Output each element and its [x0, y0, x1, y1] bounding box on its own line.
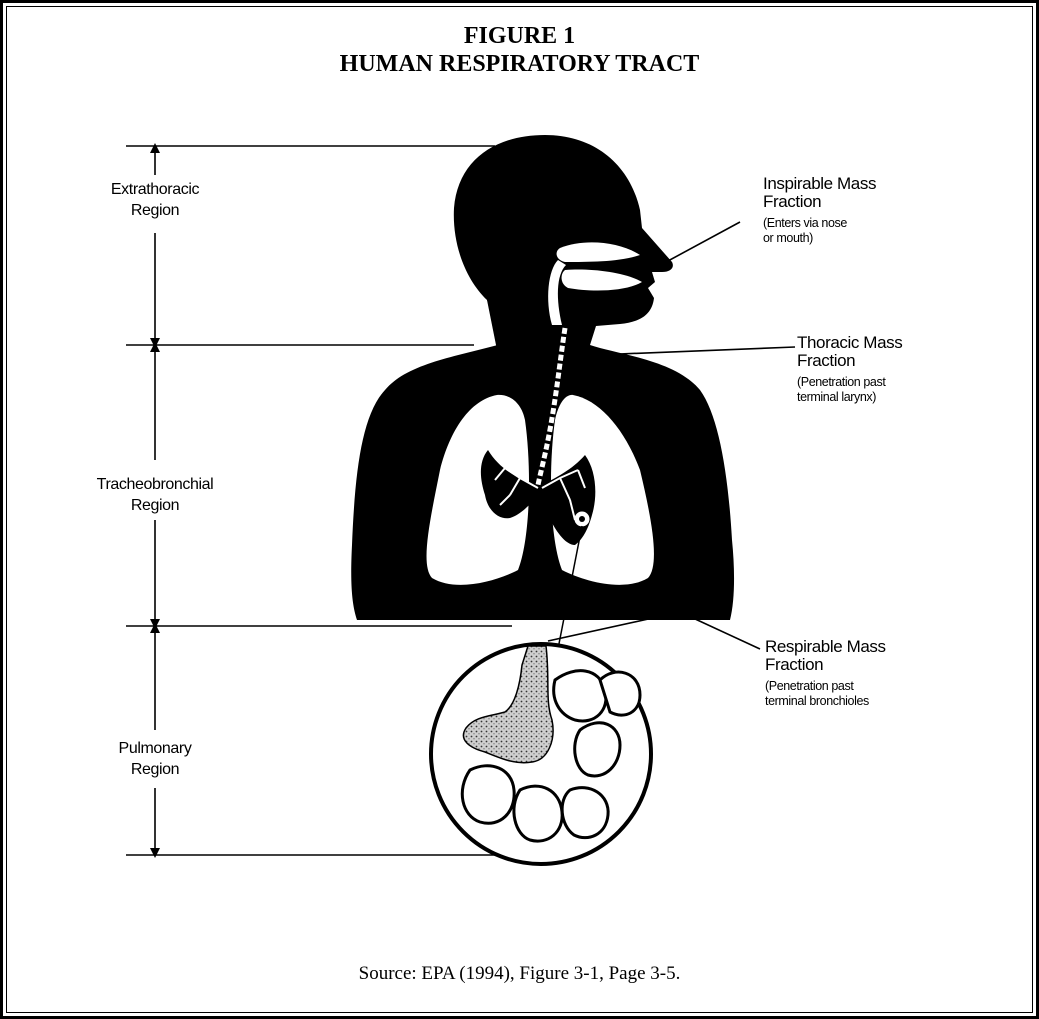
fraction-note: (Penetration past [797, 375, 997, 390]
fraction-note: terminal larynx) [797, 390, 997, 405]
head-shape [454, 135, 673, 345]
source-caption: Source: EPA (1994), Figure 3-1, Page 3-5… [0, 963, 1039, 985]
region-label-pulmonary: Pulmonary Region [95, 738, 215, 780]
fraction-title: Fraction [763, 192, 963, 212]
fraction-title: Respirable Mass [765, 637, 965, 657]
fraction-title: Thoracic Mass [797, 333, 997, 353]
label-respirable-fraction: Respirable Mass Fraction (Penetration pa… [765, 637, 965, 709]
inspirable-arrow [655, 222, 740, 268]
region-line: Region [95, 200, 215, 221]
human-silhouette [351, 135, 734, 620]
fraction-note: (Enters via nose [763, 216, 963, 231]
region-line: Pulmonary [95, 738, 215, 759]
region-line: Tracheobronchial [70, 474, 240, 495]
fraction-note: or mouth) [763, 231, 963, 246]
region-label-extrathoracic: Extrathoracic Region [95, 179, 215, 221]
alveolus-marker-dot [579, 516, 585, 522]
label-thoracic-fraction: Thoracic Mass Fraction (Penetration past… [797, 333, 997, 405]
region-label-tracheobronchial: Tracheobronchial Region [70, 474, 240, 516]
label-inspirable-fraction: Inspirable Mass Fraction (Enters via nos… [763, 174, 963, 246]
region-line: Region [95, 759, 215, 780]
fraction-title: Fraction [765, 655, 965, 675]
fraction-title: Inspirable Mass [763, 174, 963, 194]
fraction-note: (Penetration past [765, 679, 965, 694]
alveoli-magnified [431, 644, 651, 864]
region-line: Extrathoracic [95, 179, 215, 200]
region-line: Region [70, 495, 240, 516]
thoracic-pointer [595, 347, 795, 355]
fraction-title: Fraction [797, 351, 997, 371]
fraction-note: terminal bronchioles [765, 694, 965, 709]
